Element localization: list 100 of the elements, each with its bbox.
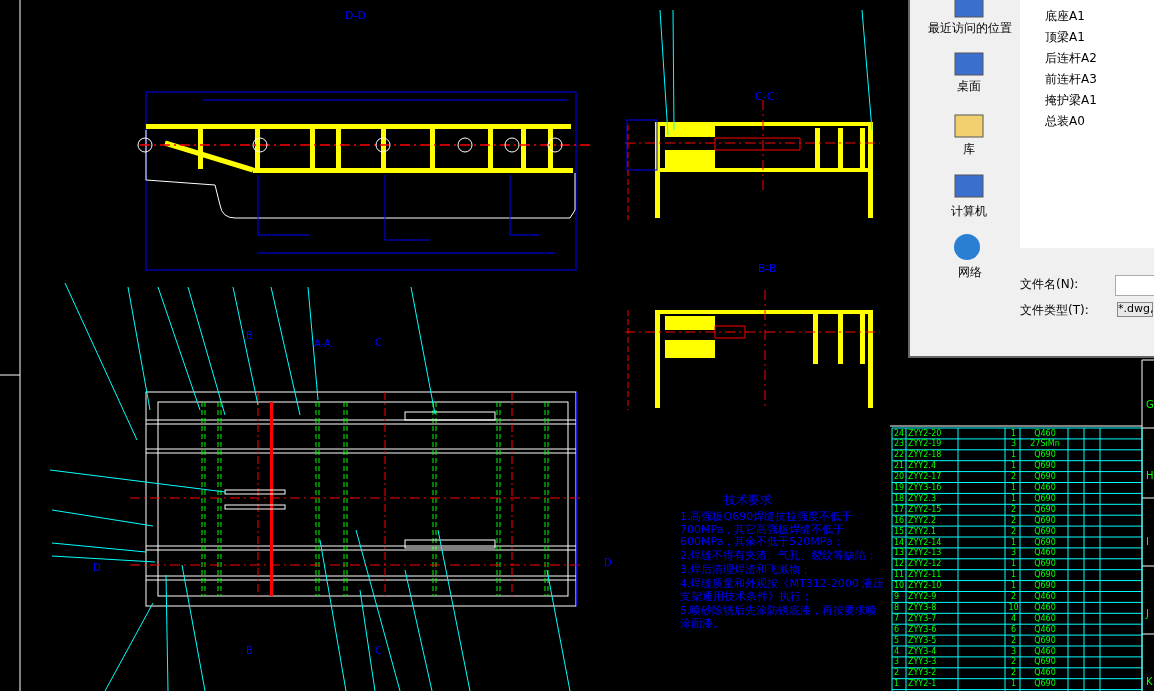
table-cell-text: Q690	[1033, 450, 1057, 460]
table-cell-text: 1	[1009, 537, 1018, 547]
table-cell: 16	[894, 515, 905, 525]
table-cell: 10	[1007, 602, 1020, 613]
table-cell: ZYY2.2	[908, 515, 936, 525]
view-title: C-C	[755, 91, 775, 104]
table-cell-text: 1	[1009, 559, 1018, 569]
requirement-note: 4.焊缝质量和外观按《MT312-2000 液压支架通用技术条件》执行；	[680, 578, 886, 604]
table-cell-text: Q690	[1033, 504, 1057, 514]
section-marker: D	[604, 557, 612, 569]
table-cell: 21	[894, 461, 905, 471]
table-cell-text: 1	[1009, 428, 1018, 438]
table-cell: ZYY2-19	[908, 439, 942, 449]
table-cell: ZYY3-7	[908, 613, 937, 623]
table-cell-text: 3	[1009, 548, 1018, 558]
table-cell: ZYY3-4	[908, 646, 937, 656]
table-cell-text: Q460	[1033, 602, 1057, 613]
table-cell-text: 2	[1009, 657, 1018, 667]
section-marker: C	[375, 337, 382, 349]
file-name: 顶梁A1	[1045, 31, 1085, 45]
requirement-note: 5.喷砂除锈后先涂防锈底漆，再按要求喷涂面漆。	[680, 605, 879, 631]
requirement-note: 2.焊缝不得有夹渣、气孔、裂纹等缺陷；	[680, 550, 879, 563]
table-cell: ZYY2-12	[908, 559, 942, 569]
section-marker: B	[246, 330, 253, 342]
table-cell: 1	[894, 679, 900, 689]
table-cell-text: Q690	[1033, 461, 1057, 471]
table-cell-text: Q690	[1033, 472, 1057, 482]
view-title: D-D	[345, 10, 366, 23]
table-cell-text: 1	[1009, 679, 1018, 689]
table-cell: ZYY2-20	[908, 428, 942, 438]
table-cell-text: 27SiMn	[1029, 439, 1061, 449]
place-label: 库	[963, 143, 975, 157]
zone-letter: H	[1146, 470, 1154, 482]
table-cell-text: 2	[1009, 526, 1018, 536]
requirement-note: 3.焊后清理焊渣和飞溅物；	[680, 564, 813, 577]
table-cell-text: 1	[1009, 483, 1018, 493]
table-cell-text: Q460	[1033, 613, 1057, 623]
table-cell: ZYY3-3	[908, 657, 937, 667]
table-cell: ZYY2.1	[908, 526, 936, 536]
table-cell: ZYY2-9	[908, 592, 937, 602]
heading: 技术要求	[724, 494, 772, 508]
table-cell: ZYY2-14	[908, 537, 942, 547]
field-label: 文件名(N):	[1020, 278, 1079, 292]
zone-letter: G	[1146, 399, 1154, 411]
table-cell-text: 1	[1009, 461, 1018, 471]
section-marker: C	[375, 645, 382, 657]
table-cell: 24	[894, 428, 905, 438]
table-cell-text: 1	[1009, 570, 1018, 580]
place-label: 最近访问的位置	[928, 22, 1012, 36]
table-cell: ZYY2-1	[908, 679, 937, 689]
table-cell: 9	[894, 592, 900, 602]
zone-letter: K	[1146, 676, 1153, 688]
table-cell-text: 3	[1009, 439, 1018, 449]
table-cell-text: Q460	[1033, 668, 1057, 678]
table-cell: ZYY2-13	[908, 548, 942, 558]
table-cell-text: Q460	[1033, 548, 1057, 558]
table-cell: 6	[894, 624, 900, 634]
table-cell-text: 1	[1009, 493, 1018, 504]
table-cell: 5	[894, 635, 900, 645]
table-cell-text: 1	[1009, 450, 1018, 460]
zone-letter: I	[1146, 536, 1149, 548]
place-label: 网络	[958, 266, 982, 280]
table-cell: ZYY2-15	[908, 504, 942, 514]
view-title: A-A	[314, 338, 331, 350]
table-cell: ZYY2-11	[908, 570, 942, 580]
table-cell: 2	[894, 668, 900, 678]
table-cell: ZYY3-5	[908, 635, 937, 645]
table-cell: 8	[894, 602, 900, 613]
file-name: 总装A0	[1045, 115, 1085, 129]
table-cell-text: Q690	[1033, 537, 1057, 547]
table-cell: 15	[894, 526, 905, 536]
table-cell: ZYY3-16	[908, 483, 942, 493]
file-name: 掩护梁A1	[1045, 94, 1097, 108]
table-cell: 22	[894, 450, 905, 460]
table-cell-text: Q690	[1033, 657, 1057, 667]
table-cell: 7	[894, 613, 900, 623]
table-cell: 3	[894, 657, 900, 667]
view-title: B-B	[758, 263, 777, 276]
table-cell-text: Q690	[1033, 570, 1057, 580]
file-name: 后连杆A2	[1045, 52, 1097, 66]
table-cell: 20	[894, 472, 905, 482]
table-cell-text: Q460	[1033, 428, 1057, 438]
table-cell-text: 2	[1009, 592, 1018, 602]
zone-letter: J	[1146, 608, 1149, 620]
table-cell-text: 3	[1009, 646, 1018, 656]
table-cell: ZYY3-8	[908, 602, 937, 613]
section-marker: D	[93, 562, 101, 574]
table-cell-text: Q690	[1033, 493, 1057, 504]
table-cell-text: Q460	[1033, 624, 1057, 634]
table-cell: ZYY2.3	[908, 493, 936, 504]
table-cell-text: Q690	[1033, 526, 1057, 536]
file-name: 前连杆A3	[1045, 73, 1097, 87]
field-label: 文件类型(T):	[1020, 304, 1089, 318]
table-cell-text: Q690	[1033, 559, 1057, 569]
table-cell: ZYY2-10	[908, 581, 942, 591]
table-cell-text: 2	[1009, 504, 1018, 514]
table-cell-text: 2	[1009, 668, 1018, 678]
table-cell-text: 4	[1009, 613, 1018, 623]
table-cell: 14	[894, 537, 905, 547]
file-name: 底座A1	[1045, 10, 1085, 24]
